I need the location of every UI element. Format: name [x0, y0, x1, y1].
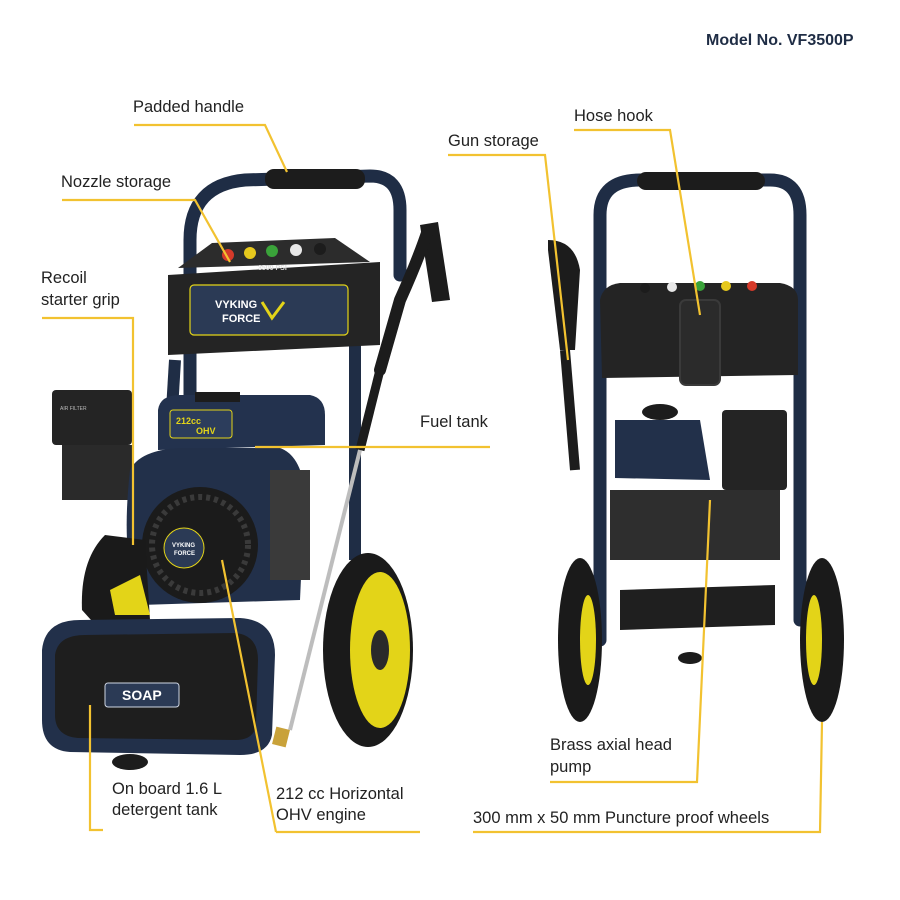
label-detergent-line1: On board 1.6 L — [112, 780, 223, 798]
label-pump-line1: Brass axial head — [550, 736, 672, 754]
soap-label: SOAP — [122, 687, 162, 703]
label-hose-hook: Hose hook — [574, 107, 653, 125]
leader-lines — [42, 123, 824, 834]
model-number: Model No. VF3500P — [706, 32, 854, 49]
engine-badge-line2: OHV — [196, 426, 216, 436]
pressure-washer-rear-view-icon — [548, 172, 844, 722]
label-wheels: 300 mm x 50 mm Puncture proof wheels — [473, 809, 770, 827]
brand-name-line1: VYKING — [215, 299, 257, 311]
label-gun-storage: Gun storage — [448, 132, 539, 150]
label-detergent-line2: detergent tank — [112, 801, 218, 819]
label-padded-handle: Padded handle — [133, 98, 245, 116]
svg-text:FORCE: FORCE — [174, 551, 195, 557]
brand-name-line2: FORCE — [222, 313, 261, 325]
label-fuel-tank: Fuel tank — [420, 413, 488, 431]
label-nozzle-storage: Nozzle storage — [61, 173, 172, 191]
svg-text:VYKING: VYKING — [172, 543, 195, 549]
label-engine-line1: 212 cc Horizontal — [276, 785, 404, 803]
padded-grip — [265, 169, 365, 189]
label-pump-line2: pump — [550, 758, 592, 776]
label-recoil-line1: Recoil — [41, 269, 87, 287]
pressure-washer-front-view-icon: VYKING FORCE 3500 PSI AIR FILTER 212cc O… — [42, 169, 450, 770]
label-engine-line2: OHV engine — [276, 806, 366, 824]
label-recoil-line2: starter grip — [41, 291, 120, 309]
svg-text:AIR FILTER: AIR FILTER — [60, 406, 87, 412]
pressure-rating: 3500 PSI — [258, 265, 287, 272]
engine-badge-line1: 212cc — [176, 416, 201, 426]
